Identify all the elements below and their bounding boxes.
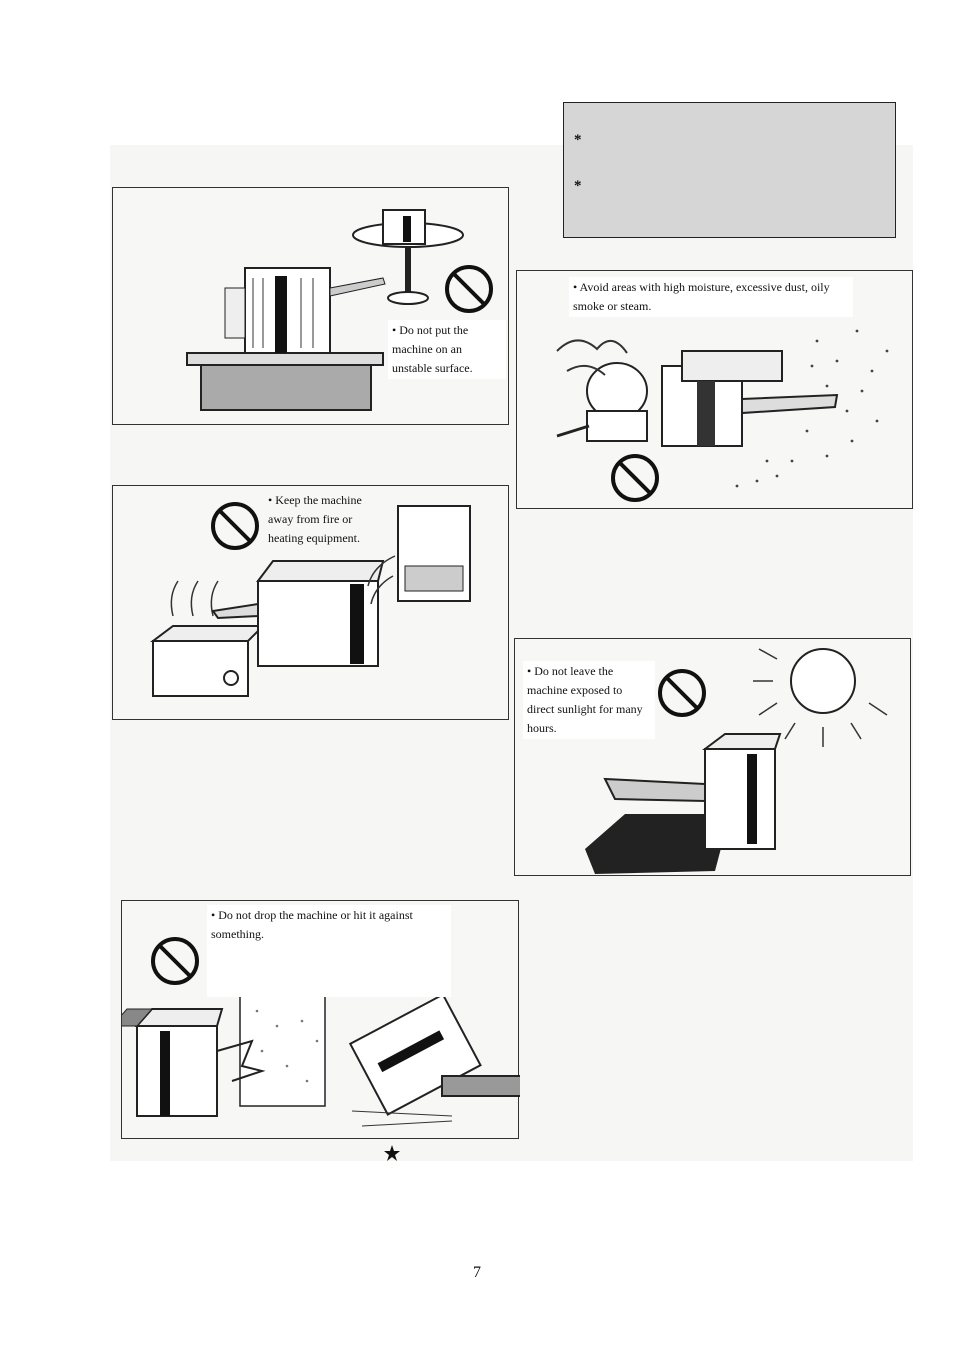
page-number: 7 <box>473 1264 481 1281</box>
machine-with-steam-and-dust-illustration <box>556 329 889 488</box>
caption-fire-heating: • Keep the machine away from fire or hea… <box>268 493 362 545</box>
no-entry-icon <box>658 669 706 717</box>
star-icon <box>384 1145 400 1161</box>
panel-sunlight: • Do not leave the machine exposed to di… <box>514 638 911 876</box>
caption-unstable-surface: • Do not put the machine on an unstable … <box>388 320 506 379</box>
no-entry-icon <box>611 454 659 502</box>
caption-sunlight: • Do not leave the machine exposed to di… <box>523 661 655 739</box>
machine-on-unstable-table-illustration <box>186 209 464 411</box>
machine-in-sunlight-illustration <box>585 648 888 874</box>
machine-dropped-and-hit-illustration <box>122 950 520 1127</box>
no-entry-icon <box>151 937 199 985</box>
panel-fire-heating: • Keep the machine away from fire or hea… <box>112 485 509 720</box>
note-bullet-1: * <box>574 132 582 148</box>
caption-drop-hit: • Do not drop the machine or hit it agai… <box>207 905 451 997</box>
no-entry-icon <box>211 502 259 550</box>
machine-near-heater-illustration <box>150 505 471 697</box>
note-box: * * <box>563 102 896 238</box>
panel-unstable-surface: • Do not put the machine on an unstable … <box>112 187 509 425</box>
note-bullet-2: * <box>574 178 582 194</box>
caption-moisture-dust: • Avoid areas with high moisture, excess… <box>569 277 853 317</box>
panel-drop-hit: • Do not drop the machine or hit it agai… <box>121 900 520 1139</box>
no-entry-icon <box>445 265 493 313</box>
panel-moisture-dust: • Avoid areas with high moisture, excess… <box>516 270 913 509</box>
